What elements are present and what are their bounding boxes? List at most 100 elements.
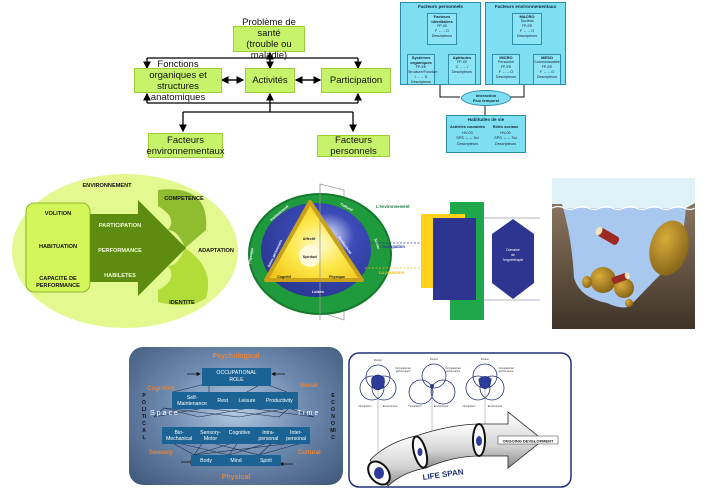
- cultural-label: Culturel: [340, 202, 354, 212]
- social-roles-col: Rôles sociaux HV-00 SPS ←→ Sci Descripte…: [487, 125, 524, 147]
- space-label: Space: [150, 410, 180, 417]
- personal-factors-label: Facteurs personnels: [330, 135, 377, 157]
- occupation-rect: [433, 218, 476, 300]
- aptitudes-scale: C ←→ I: [455, 65, 469, 69]
- rock-tiny: [582, 276, 592, 288]
- moho-diagram: ENVIRONNEMENT VOLITION HABITUATION CAPAC…: [12, 174, 238, 328]
- environment-label-3: Environment: [488, 404, 503, 408]
- venn-2: [408, 363, 456, 405]
- rock-pebble: [625, 299, 633, 307]
- performance-label: PERFORMANCE: [98, 248, 142, 254]
- cognitive-label: Cognitif: [277, 275, 291, 279]
- capacity-line1: CAPACITE DE: [39, 276, 77, 282]
- body-functions-line2: structures anatomiques: [150, 80, 206, 103]
- aptitudes-title: Aptitudes: [452, 55, 472, 60]
- driftwood-log: [595, 226, 620, 245]
- performance-components-row: Bio-Mechanical Sensory-Motor Cognitive I…: [162, 427, 310, 444]
- cmop-diagram: Physique Institutionnel Culturel Social …: [248, 183, 540, 321]
- macro-desc: Descripteurs: [516, 34, 538, 38]
- env-factors-line1: Facteurs: [167, 134, 204, 146]
- rock-mid: [590, 267, 616, 293]
- occupation-label-3: Occupation: [462, 404, 476, 408]
- activities-col-code: HV-00: [462, 130, 473, 135]
- activities-col-desc: Descripteurs: [456, 141, 479, 146]
- life-habits-panel: Habitudes de vie Activités courantes HV-…: [446, 115, 526, 153]
- occupational-model: Psychological Cognitive Social Sensory C…: [129, 347, 343, 485]
- occ-perf-label-3b: performance: [499, 369, 514, 373]
- adaptation-label: ADAPTATION: [198, 248, 234, 254]
- rock-small: [614, 278, 634, 298]
- identity-shape: [158, 248, 209, 306]
- micro-scale: F ←→ O: [498, 70, 514, 74]
- competence-shape: [158, 189, 207, 248]
- subsystems-box: [25, 202, 91, 293]
- category-productivity: Productivity: [265, 397, 293, 404]
- identity-title: Facteurs identitaires: [431, 14, 453, 24]
- env-panel-title: Facteurs environnementaux: [494, 4, 557, 9]
- physical-label: Physical: [221, 474, 251, 481]
- micro-title: MICRO: [499, 55, 513, 60]
- habits-title: Habitudes de vie: [467, 117, 505, 122]
- aptitudes-code: FP-00: [457, 60, 467, 64]
- roles-col-scale: SPS ←→ Sci: [494, 136, 517, 140]
- health-condition-box: Problème de santé (trouble ou maladie): [233, 17, 305, 61]
- identity-scale: F ←→ D: [435, 29, 449, 33]
- occupation-label-1: Occupation: [358, 404, 372, 408]
- time-label: Time: [297, 410, 321, 417]
- spirit-label: Spirit: [259, 457, 272, 464]
- component-biomechanical: Bio-Mechanical: [165, 429, 193, 442]
- identity-desc: Descripteurs: [431, 34, 453, 38]
- micro-code: FP-EE: [500, 65, 512, 69]
- role-line2: ROLE: [229, 377, 244, 383]
- main-arrow: [88, 200, 186, 296]
- environment-side-label: L'environnement: [376, 204, 410, 209]
- occ-perf-label-1a: Occupational: [395, 366, 411, 370]
- environment-label-1: Environment: [383, 404, 398, 408]
- ongoing-development-label: ONGOING DEVELOPMENT: [503, 439, 554, 444]
- health-condition-line2: (trouble ou maladie): [246, 39, 292, 61]
- organic-sub: Structure/Fonction: [408, 70, 438, 74]
- capacity-line2: PERFORMANCE: [36, 283, 80, 289]
- macro-box: MACRO Sociétal FP-EE F ←→ O Descripteurs: [512, 13, 542, 45]
- component-cognitive: Cognitive: [228, 429, 251, 436]
- macro-title: MACRO: [519, 14, 535, 19]
- roles-col-title: Rôles sociaux: [492, 125, 519, 129]
- life-span-diagram: Person Person Person Occupational perfor…: [348, 352, 572, 488]
- health-condition-line1: Problème de santé: [242, 17, 296, 39]
- organic-systems-box: Systèmes organiques FP-EE Structure/Fonc…: [407, 54, 438, 85]
- env-factors-line2: environnementaux: [146, 145, 225, 157]
- large-rock: [649, 220, 689, 276]
- organic-title: Systèmes organiques: [410, 55, 432, 65]
- macro-code: FP-EE: [521, 24, 533, 28]
- habituation-label: HABITUATION: [39, 244, 77, 250]
- identity-code: FP-00: [437, 24, 447, 28]
- person-row: Body Mind Spirit: [191, 455, 281, 466]
- environment-label: ENVIRONNEMENT: [82, 183, 132, 189]
- political-label: POLITICAL: [141, 393, 147, 441]
- role-line1: OCCUPATIONAL: [216, 370, 257, 376]
- component-interpersonal: Inter-personal: [286, 429, 307, 442]
- organic-scale: I ←→ D: [414, 75, 428, 79]
- organic-code: FP-EE: [415, 65, 427, 69]
- personal-panel-title: Facteurs personnels: [418, 4, 463, 9]
- occupation-categories-row: Self-Maintenance Rest Leisure Productivi…: [172, 392, 298, 409]
- category-self-maintenance: Self-Maintenance: [177, 394, 207, 407]
- env-factors-panel: Facteurs environnementaux MACRO Sociétal…: [485, 2, 566, 85]
- person-label-3: Person: [481, 357, 490, 361]
- interaction-ellipse: Interaction Flux temporel: [461, 90, 511, 106]
- macro-sub: Sociétal: [520, 19, 534, 23]
- aptitudes-box: Aptitudes FP-00 C ←→ I Descripteurs: [448, 54, 476, 85]
- environmental-factors-box: Facteurs environnementaux: [146, 133, 225, 158]
- leisure-label: Loisirs: [312, 290, 324, 294]
- occ-perf-label-2a: Occupational: [445, 366, 461, 370]
- macro-scale: F ←→ O: [519, 29, 535, 33]
- kawa-river: [552, 178, 695, 329]
- domain-line3: l'ergothérapie: [503, 258, 524, 262]
- meso-box: MESO Communautaire FP-EE F ←→ O Descript…: [533, 54, 561, 85]
- interaction-line2: Flux temporel: [472, 98, 500, 103]
- participation-label: PARTICIPATION: [99, 223, 141, 229]
- sensory-label: Sensory: [149, 450, 173, 456]
- component-intrapersonal: Intra-personal: [258, 429, 279, 442]
- physical-person-label: Physique: [329, 275, 345, 279]
- roles-col-desc: Descripteurs: [494, 141, 517, 146]
